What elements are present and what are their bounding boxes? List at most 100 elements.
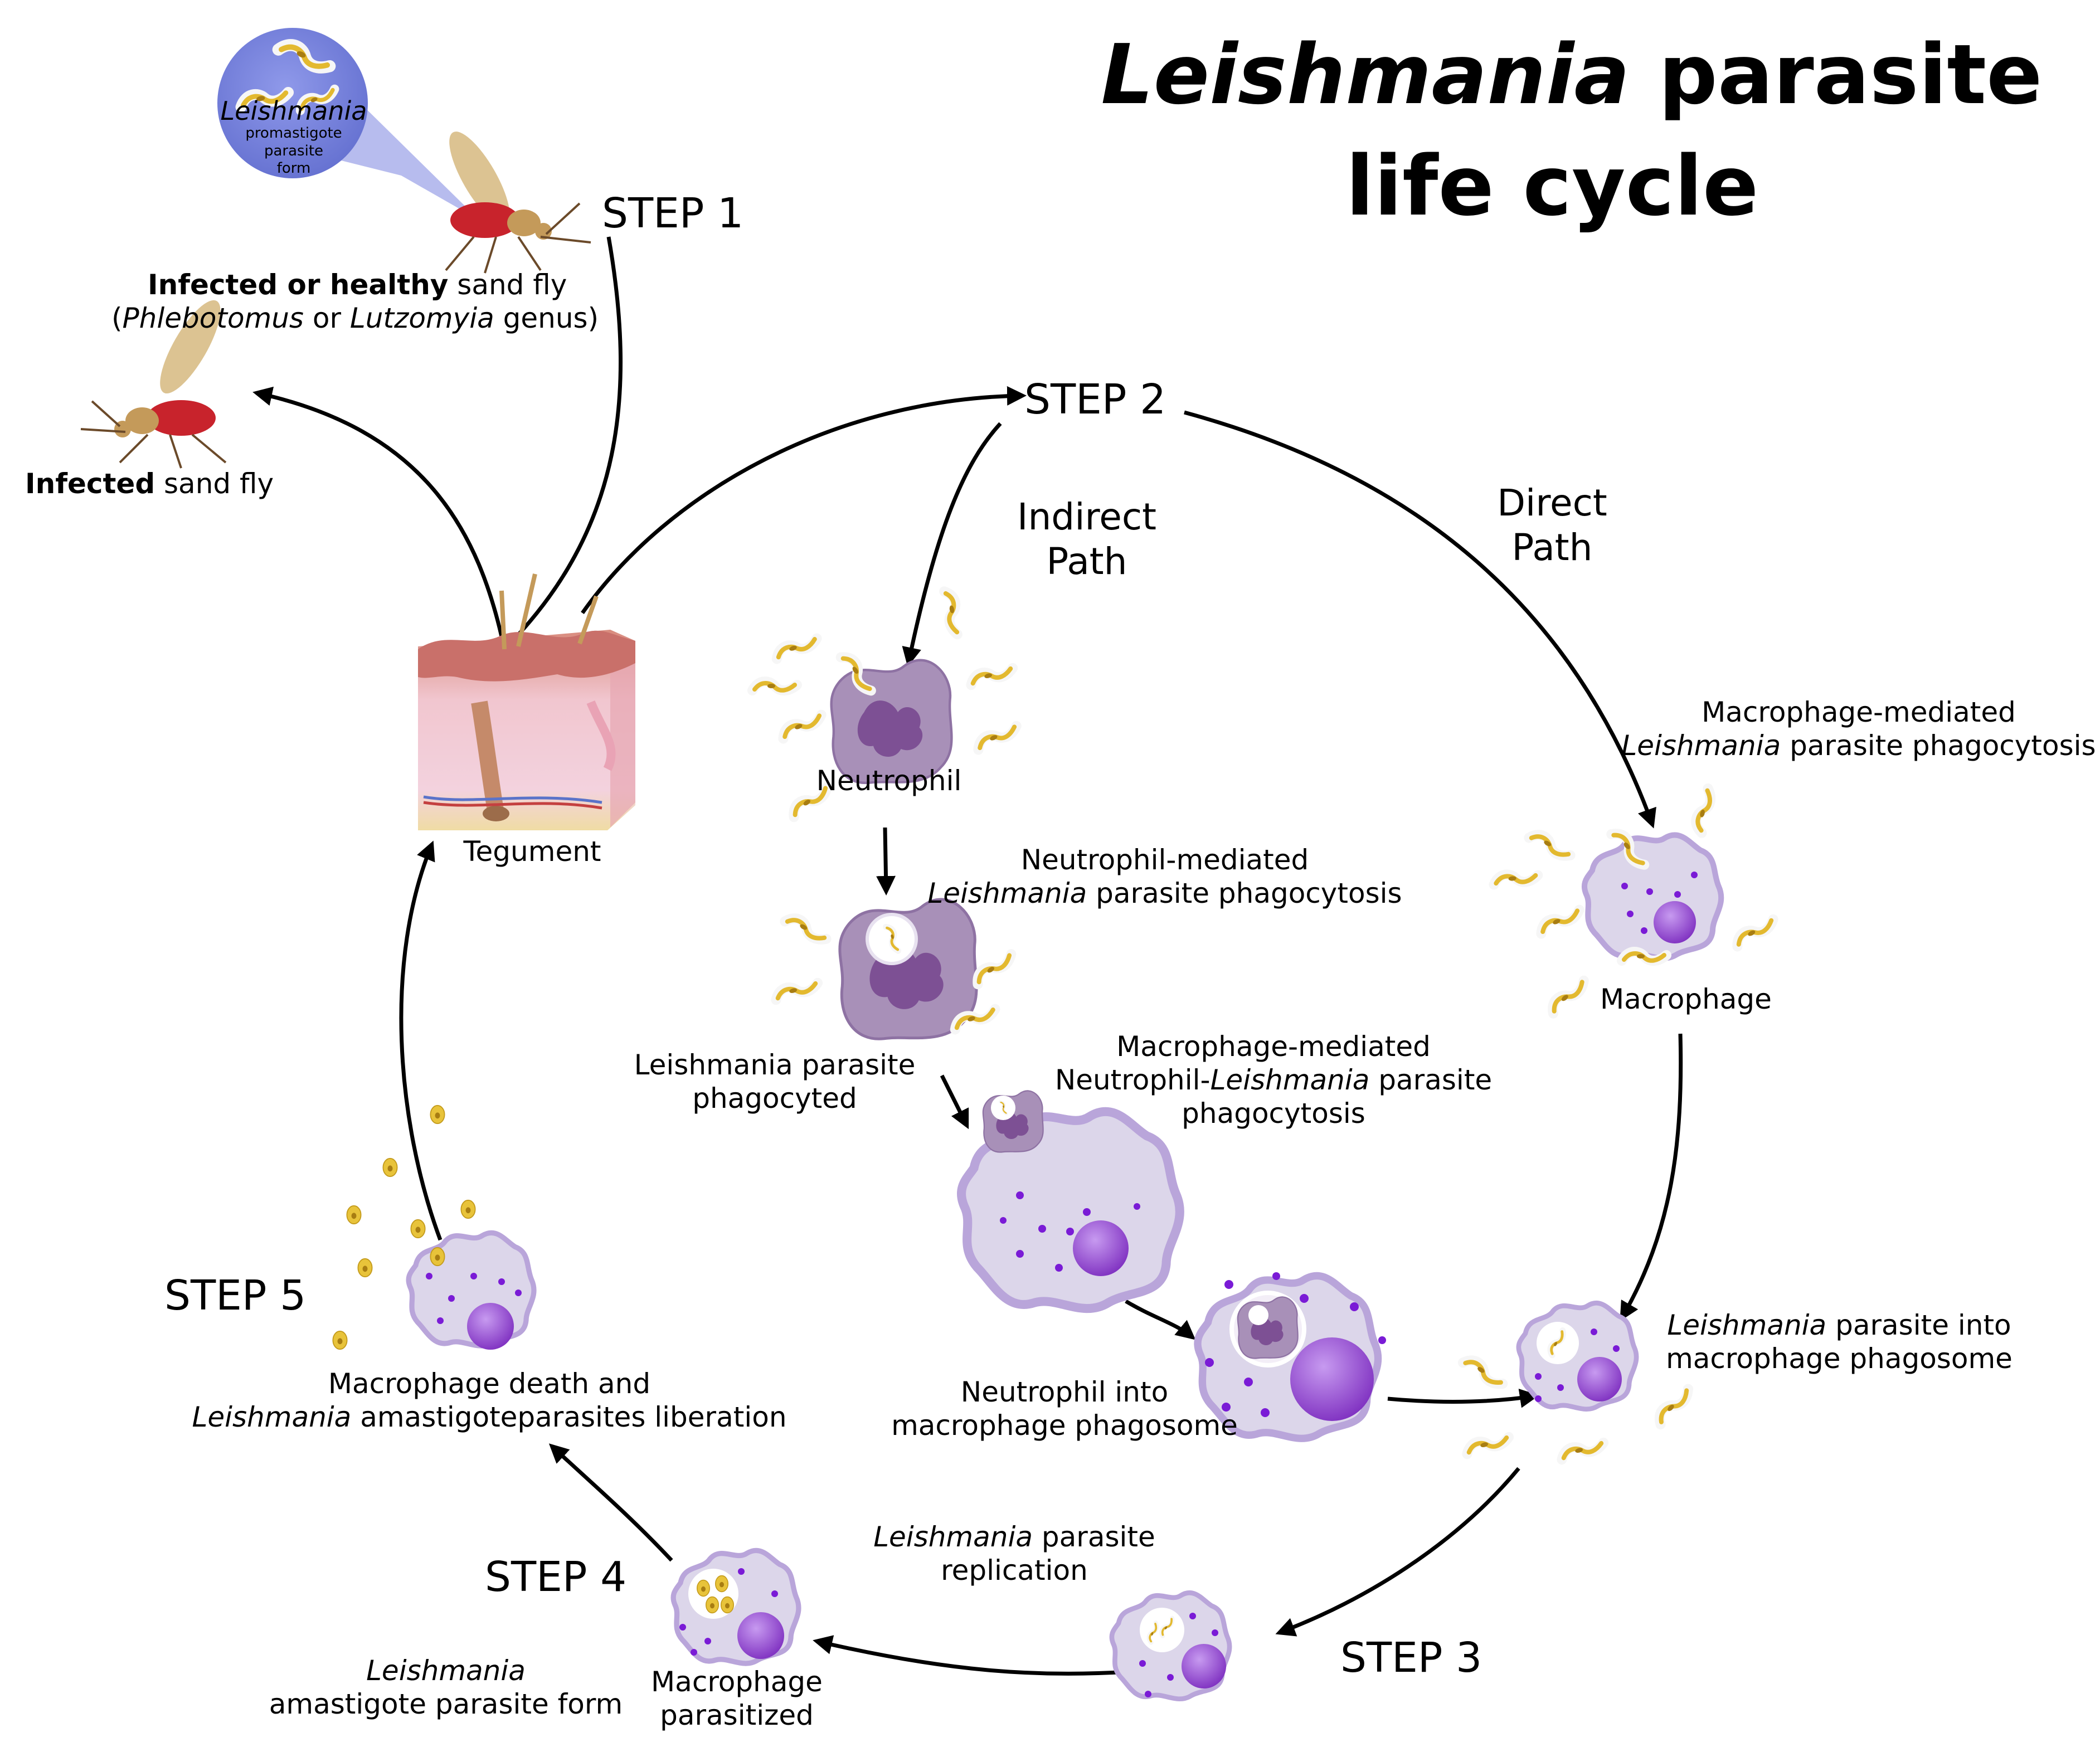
infected-bold: Infected bbox=[25, 468, 155, 500]
inset-line1: Leishmania bbox=[221, 96, 367, 126]
parasite-icon bbox=[944, 590, 961, 636]
nucleus-icon bbox=[1577, 1357, 1622, 1402]
arrow-tegument-to-infected-fly bbox=[252, 386, 507, 650]
arrow-neutrophil-down bbox=[876, 827, 896, 896]
arrow-step2-to-macrophage bbox=[1184, 410, 1656, 829]
neutrophil-in-phagosome-cell bbox=[1198, 1272, 1386, 1438]
parasite-icon bbox=[785, 914, 828, 944]
tegument-skin-icon bbox=[418, 573, 635, 830]
replication-label-1: Leishmania parasite bbox=[873, 1521, 1155, 1553]
amastigote-icon bbox=[332, 1330, 348, 1350]
arrow-tegument-to-step2 bbox=[581, 386, 1027, 615]
death-label-2: Leishmania amastigoteparasites liberatio… bbox=[192, 1401, 786, 1433]
parasite-icon bbox=[1733, 917, 1776, 947]
direct-path-label-2: Path bbox=[1512, 526, 1593, 569]
parasite-icon bbox=[1538, 907, 1582, 933]
parasite-icon bbox=[1693, 787, 1713, 833]
indirect-path-label-1: Indirect bbox=[1017, 495, 1156, 538]
death-label-1: Macrophage death and bbox=[328, 1368, 650, 1400]
step4-label: STEP 4 bbox=[485, 1553, 626, 1601]
parasite-icon bbox=[973, 951, 1014, 984]
neutrophil-into-label-1: Neutrophil into bbox=[961, 1376, 1168, 1408]
macrophage-label: Macrophage bbox=[1600, 983, 1772, 1015]
parasite-icon bbox=[1559, 1439, 1605, 1459]
indirect-path-label-2: Path bbox=[1047, 540, 1127, 583]
macrophage-engulfing-neutrophil bbox=[961, 1090, 1180, 1308]
nucleus-icon bbox=[1073, 1220, 1129, 1276]
parasite-icon bbox=[774, 980, 819, 1000]
parasite-icon bbox=[1463, 1355, 1505, 1388]
mac-neutrophil-label-3: phagocytosis bbox=[1182, 1097, 1365, 1130]
arrow-to-mac-mediated bbox=[940, 1074, 969, 1130]
amastigote-label-1: Leishmania bbox=[366, 1654, 526, 1687]
mac-mediated-label-2: Leishmania parasite phagocytosis bbox=[1621, 729, 2096, 762]
parasite-icon bbox=[969, 665, 1014, 685]
parasitized-macrophage-cell bbox=[673, 1550, 799, 1663]
amastigote-icon bbox=[460, 1199, 476, 1219]
parasitized-label-2: parasitized bbox=[660, 1699, 814, 1731]
parasite-icon bbox=[1548, 978, 1588, 1014]
arrow-step1-to-tegument bbox=[503, 236, 623, 651]
mac-mediated-label-1: Macrophage-mediated bbox=[1702, 696, 2016, 728]
parasite-icon bbox=[1654, 1386, 1692, 1424]
replication-rest: parasite bbox=[1033, 1521, 1155, 1553]
promastigote-inset: Leishmania promastigote parasite form bbox=[217, 28, 479, 220]
parasite-icon bbox=[780, 712, 824, 738]
amastigote-label-2: amastigote parasite form bbox=[269, 1688, 623, 1720]
amastigote-icon bbox=[430, 1104, 445, 1125]
arrow-to-neutrophil-phagosome bbox=[1125, 1299, 1196, 1340]
death-rest: amastigoteparasites liberation bbox=[351, 1401, 786, 1433]
arrow-step3-to-step4 bbox=[813, 1635, 1129, 1676]
nucleus-icon bbox=[1182, 1644, 1226, 1688]
genus-close: genus) bbox=[494, 302, 599, 334]
mac-neutrophil-2a: Neutrophil- bbox=[1055, 1064, 1211, 1096]
mac-neutrophil-label-1: Macrophage-mediated bbox=[1116, 1030, 1431, 1063]
replication-macrophage-cell bbox=[1112, 1593, 1229, 1699]
step5-label: STEP 5 bbox=[164, 1272, 306, 1320]
genus-phlebotomus: Phlebotomus bbox=[123, 302, 304, 334]
mac-neutrophil-2b: parasite bbox=[1369, 1064, 1492, 1096]
arrow-macrophage-down bbox=[1620, 1033, 1683, 1322]
genus-open: ( bbox=[111, 302, 123, 334]
title-rest: parasite bbox=[1630, 27, 2042, 123]
diagram-title: Leishmania parasite bbox=[1101, 27, 2042, 123]
amastigote-icon bbox=[697, 1579, 710, 1597]
neutrophil-mediated-label-2: Leishmania parasite phagocytosis bbox=[927, 877, 1402, 909]
arrow-step5-to-tegument bbox=[399, 840, 443, 1241]
sandfly-label-rest: sand fly bbox=[448, 269, 567, 301]
parasitized-label-1: Macrophage bbox=[651, 1666, 823, 1698]
diagram-title-line2: life cycle bbox=[1346, 138, 1759, 234]
neutrophil-icon bbox=[1237, 1296, 1299, 1359]
nucleus-icon bbox=[1290, 1337, 1374, 1421]
arrow-to-step3 bbox=[1275, 1467, 1520, 1637]
amastigote-icon bbox=[706, 1596, 719, 1614]
amastigote-icon bbox=[346, 1205, 362, 1225]
amastigote-icon bbox=[382, 1157, 398, 1177]
mac-mediated-rest: parasite phagocytosis bbox=[1781, 729, 2096, 762]
inset-line2: promastigote bbox=[245, 125, 342, 142]
neutrophil-mediated-rest: parasite phagocytosis bbox=[1087, 877, 1402, 909]
sandfly-label-bold: Infected or healthy bbox=[148, 269, 448, 301]
sandfly-label-line1: Infected or healthy sand fly bbox=[148, 269, 567, 301]
neutrophil-mediated-label-1: Neutrophil-mediated bbox=[1021, 844, 1309, 876]
macrophage-icon bbox=[1584, 835, 1721, 958]
death-italic: Leishmania bbox=[192, 1401, 351, 1433]
sandfly-top-icon bbox=[445, 132, 591, 274]
replication-italic: Leishmania bbox=[873, 1521, 1033, 1553]
parasite-icon bbox=[1529, 830, 1572, 860]
infected-rest: sand fly bbox=[155, 468, 274, 500]
phagocyted-label-1: Leishmania parasite bbox=[634, 1049, 916, 1081]
genus-lutzomyia: Lutzomyia bbox=[350, 302, 494, 334]
parasite-icon bbox=[1465, 1434, 1510, 1454]
parasite-icon bbox=[1493, 872, 1538, 885]
step3-label: STEP 3 bbox=[1340, 1634, 1482, 1682]
arrow-step4-to-step5 bbox=[548, 1443, 673, 1562]
sandfly-infected-icon bbox=[80, 300, 227, 469]
neutrophil-mediated-italic: Leishmania bbox=[927, 877, 1087, 909]
replication-label-2: replication bbox=[941, 1554, 1088, 1587]
nucleus-icon bbox=[737, 1612, 784, 1659]
genus-or: or bbox=[304, 302, 350, 334]
inset-line3: parasite bbox=[264, 143, 323, 159]
arrow-step2-to-neutrophil bbox=[902, 422, 1002, 667]
